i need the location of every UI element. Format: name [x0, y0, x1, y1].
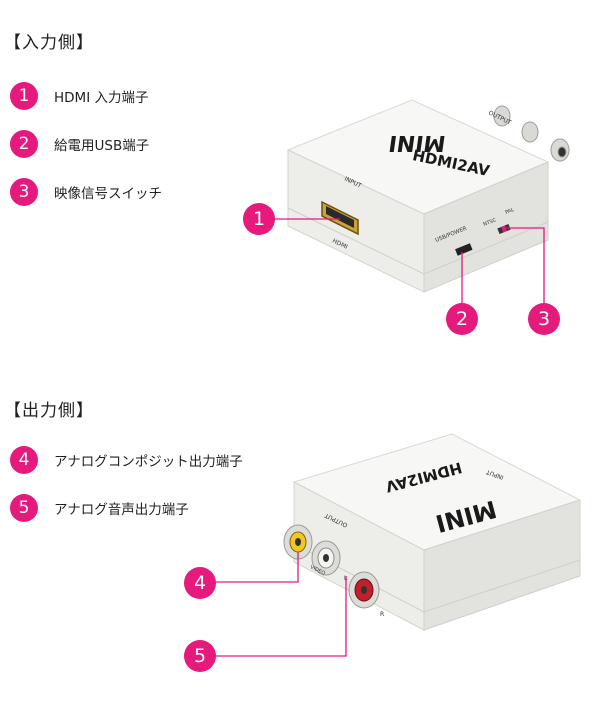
leader-lines-output — [216, 552, 347, 657]
device-pal-text: PAL — [505, 207, 516, 216]
callout-5: 5 — [184, 640, 216, 672]
device-brand-text: MINI — [387, 130, 447, 156]
item-label: 給電用USB端子 — [54, 138, 150, 154]
item-label: アナログコンポジット出力端子 — [54, 454, 243, 470]
number-badge: 3 — [10, 178, 38, 206]
item-label: HDMI 入力端子 — [54, 90, 149, 106]
callout-4: 4 — [184, 567, 216, 599]
rca-jack-audio-l — [311, 540, 341, 576]
rca-jacks-back — [493, 105, 570, 162]
callout-3: 3 — [528, 303, 560, 335]
callout-1: 1 — [243, 203, 275, 235]
list-item-audio-output: 5 アナログ音声出力端子 — [10, 494, 189, 522]
usb-port — [455, 243, 473, 256]
list-item-usb-power: 2 給電用USB端子 — [10, 130, 149, 158]
list-item-composite-output: 4 アナログコンポジット出力端子 — [10, 446, 243, 474]
device-right-face — [423, 499, 581, 631]
rca-jack-audio-r — [348, 571, 380, 609]
input-section-title: 【入力側】 — [4, 33, 94, 53]
device-right-face — [423, 161, 549, 293]
callout-2: 2 — [446, 303, 478, 335]
rca-jack-video — [283, 524, 313, 560]
device-r-text: R — [380, 611, 384, 618]
output-section-title: 【出力側】 — [4, 401, 94, 421]
device-image-input-side: MINI HDMI2AV INPUT HDMI USB/POWER NTSC P… — [274, 99, 570, 316]
number-badge: 5 — [10, 494, 38, 522]
list-item-hdmi-input: 1 HDMI 入力端子 — [10, 82, 148, 110]
number-badge: 2 — [10, 130, 38, 158]
device-image-output-side: HDMI2AV MINI INPUT OUTPUT VIDEO L R — [216, 433, 582, 657]
number-badge: 1 — [10, 82, 38, 110]
number-badge: 4 — [10, 446, 38, 474]
item-label: アナログ音声出力端子 — [54, 502, 189, 518]
list-item-signal-switch: 3 映像信号スイッチ — [10, 178, 162, 206]
item-label: 映像信号スイッチ — [54, 186, 162, 202]
device-ntsc-text: NTSC — [483, 217, 498, 228]
